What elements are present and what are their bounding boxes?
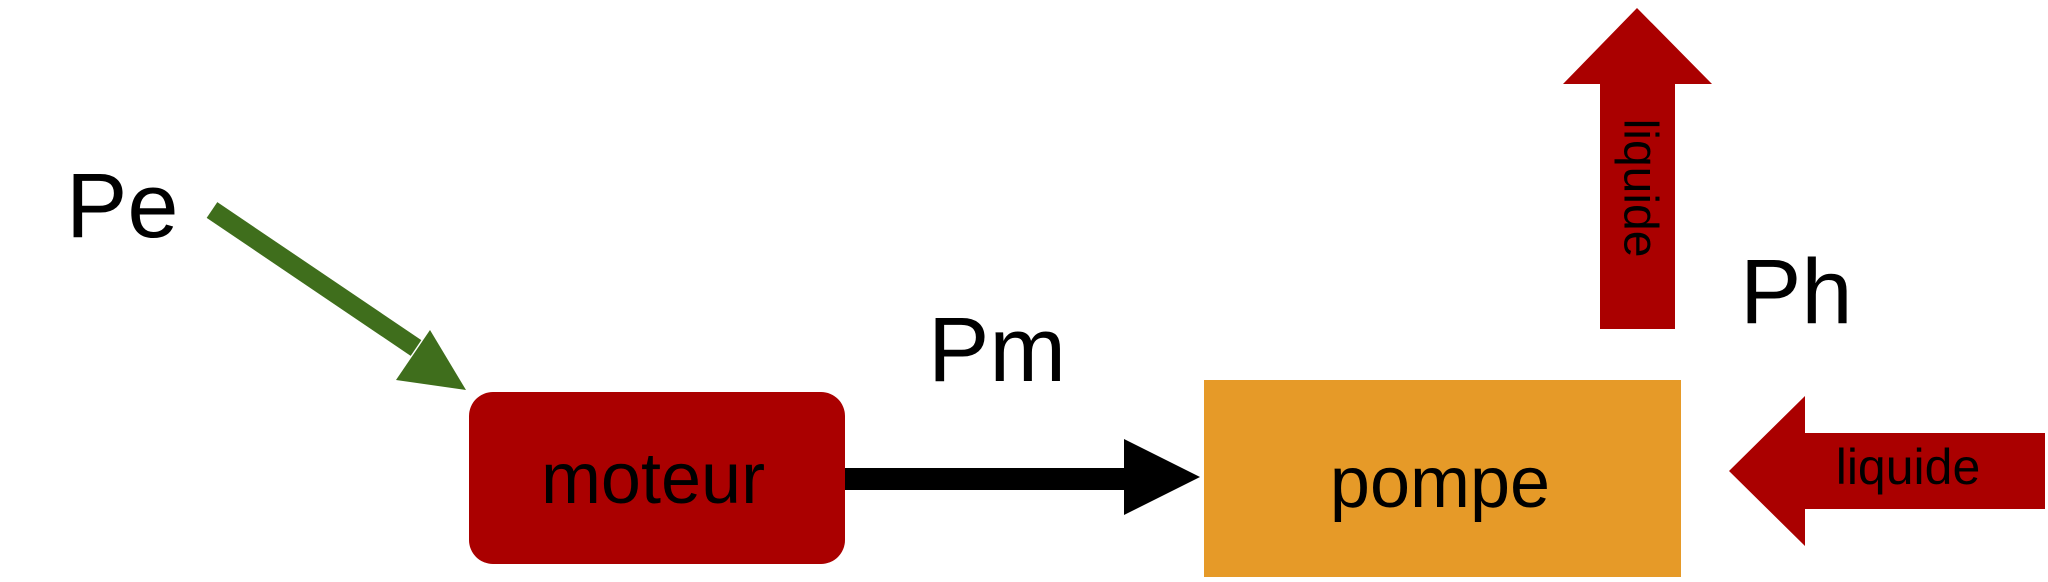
electric-power-label: Pe xyxy=(66,155,179,257)
pump-block: pompe xyxy=(1204,380,1681,577)
liquid-in-label: liquide xyxy=(1836,439,1981,495)
liquid-out-label: liquide xyxy=(1613,119,1666,258)
pump-box xyxy=(1204,380,1681,577)
motor-box xyxy=(469,392,845,564)
liquid-out-arrow: liquide xyxy=(1563,8,1712,329)
mechanical-power-arrow-shaft xyxy=(845,468,1127,490)
hydraulic-power-label: Ph xyxy=(1740,241,1853,343)
electric-power-arrow xyxy=(206,202,466,390)
motor-block: moteur xyxy=(469,392,845,564)
liquid-in-arrow-shape xyxy=(1729,396,2045,546)
liquid-in-arrow: liquide xyxy=(1729,396,2045,546)
pump-label: pompe xyxy=(1330,443,1550,523)
electric-power-arrow-head xyxy=(396,330,466,390)
mechanical-power-label: Pm xyxy=(928,299,1066,401)
electric-power-arrow-shaft xyxy=(206,202,422,356)
mechanical-power-arrow xyxy=(845,439,1200,515)
liquid-out-arrow-shape xyxy=(1563,8,1712,329)
motor-label: moteur xyxy=(541,439,765,519)
mechanical-power-arrow-head xyxy=(1124,439,1200,515)
